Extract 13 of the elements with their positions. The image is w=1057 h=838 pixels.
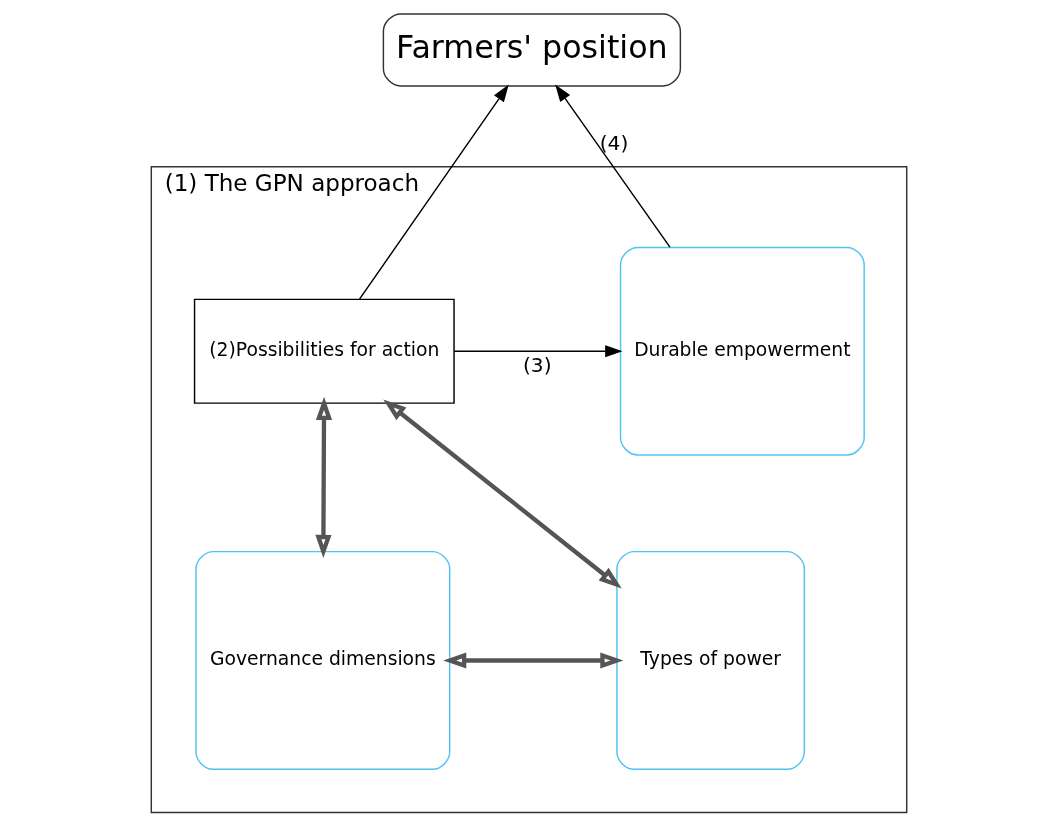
edge-label: (3) bbox=[522, 352, 552, 377]
node-box: Governance dimensions bbox=[194, 550, 450, 771]
node-box: Farmers' position bbox=[382, 13, 681, 87]
arrow bbox=[314, 396, 332, 558]
arrow bbox=[554, 84, 671, 248]
arrow bbox=[382, 399, 622, 589]
arrow bbox=[453, 345, 622, 358]
arrow bbox=[358, 84, 509, 300]
node-box: Types of power bbox=[615, 550, 805, 771]
arrow bbox=[442, 652, 623, 669]
node-box: Durable empowerment bbox=[619, 246, 865, 456]
node-box: (2)Possibilities for action bbox=[193, 298, 455, 404]
edge-label: (4) bbox=[599, 130, 628, 155]
